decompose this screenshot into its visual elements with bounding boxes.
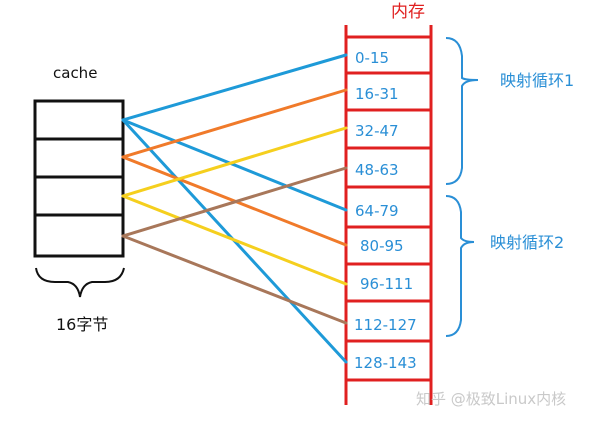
memory-block-label: 0-15 <box>355 49 389 67</box>
mapping-line-blue <box>121 53 348 122</box>
cycle-2-brace <box>445 195 475 337</box>
mapping-line-yellow <box>121 126 348 198</box>
cache-title: cache <box>53 64 97 82</box>
memory-block-label: 80-95 <box>360 237 404 255</box>
memory-block-label: 16-31 <box>355 85 399 103</box>
memory-block-label: 128-143 <box>354 354 417 372</box>
cycle-1-brace <box>445 37 479 185</box>
memory-block-label: 48-63 <box>355 161 399 179</box>
memory-block-label: 32-47 <box>355 122 399 140</box>
memory-block-label: 112-127 <box>354 316 417 334</box>
cycle-1-label: 映射循环1 <box>500 71 574 90</box>
memory-title: 内存 <box>391 2 425 22</box>
memory-column <box>344 25 433 405</box>
memory-block-label: 64-79 <box>355 202 399 220</box>
mapping-line-brown <box>121 234 348 325</box>
cache-box <box>33 99 125 258</box>
watermark: 知乎 @极致Linux内核 <box>416 390 566 408</box>
mapping-line-orange <box>121 88 348 159</box>
cache-size-label: 16字节 <box>56 315 108 334</box>
mapping-line-yellow <box>121 194 348 286</box>
mapping-line-blue <box>121 118 348 212</box>
cycle-2-label: 映射循环2 <box>490 233 564 252</box>
memory-block-label: 96-111 <box>360 275 413 293</box>
mapping-lines <box>121 53 348 364</box>
mapping-line-brown <box>121 166 348 238</box>
cache-size-brace <box>35 267 125 298</box>
